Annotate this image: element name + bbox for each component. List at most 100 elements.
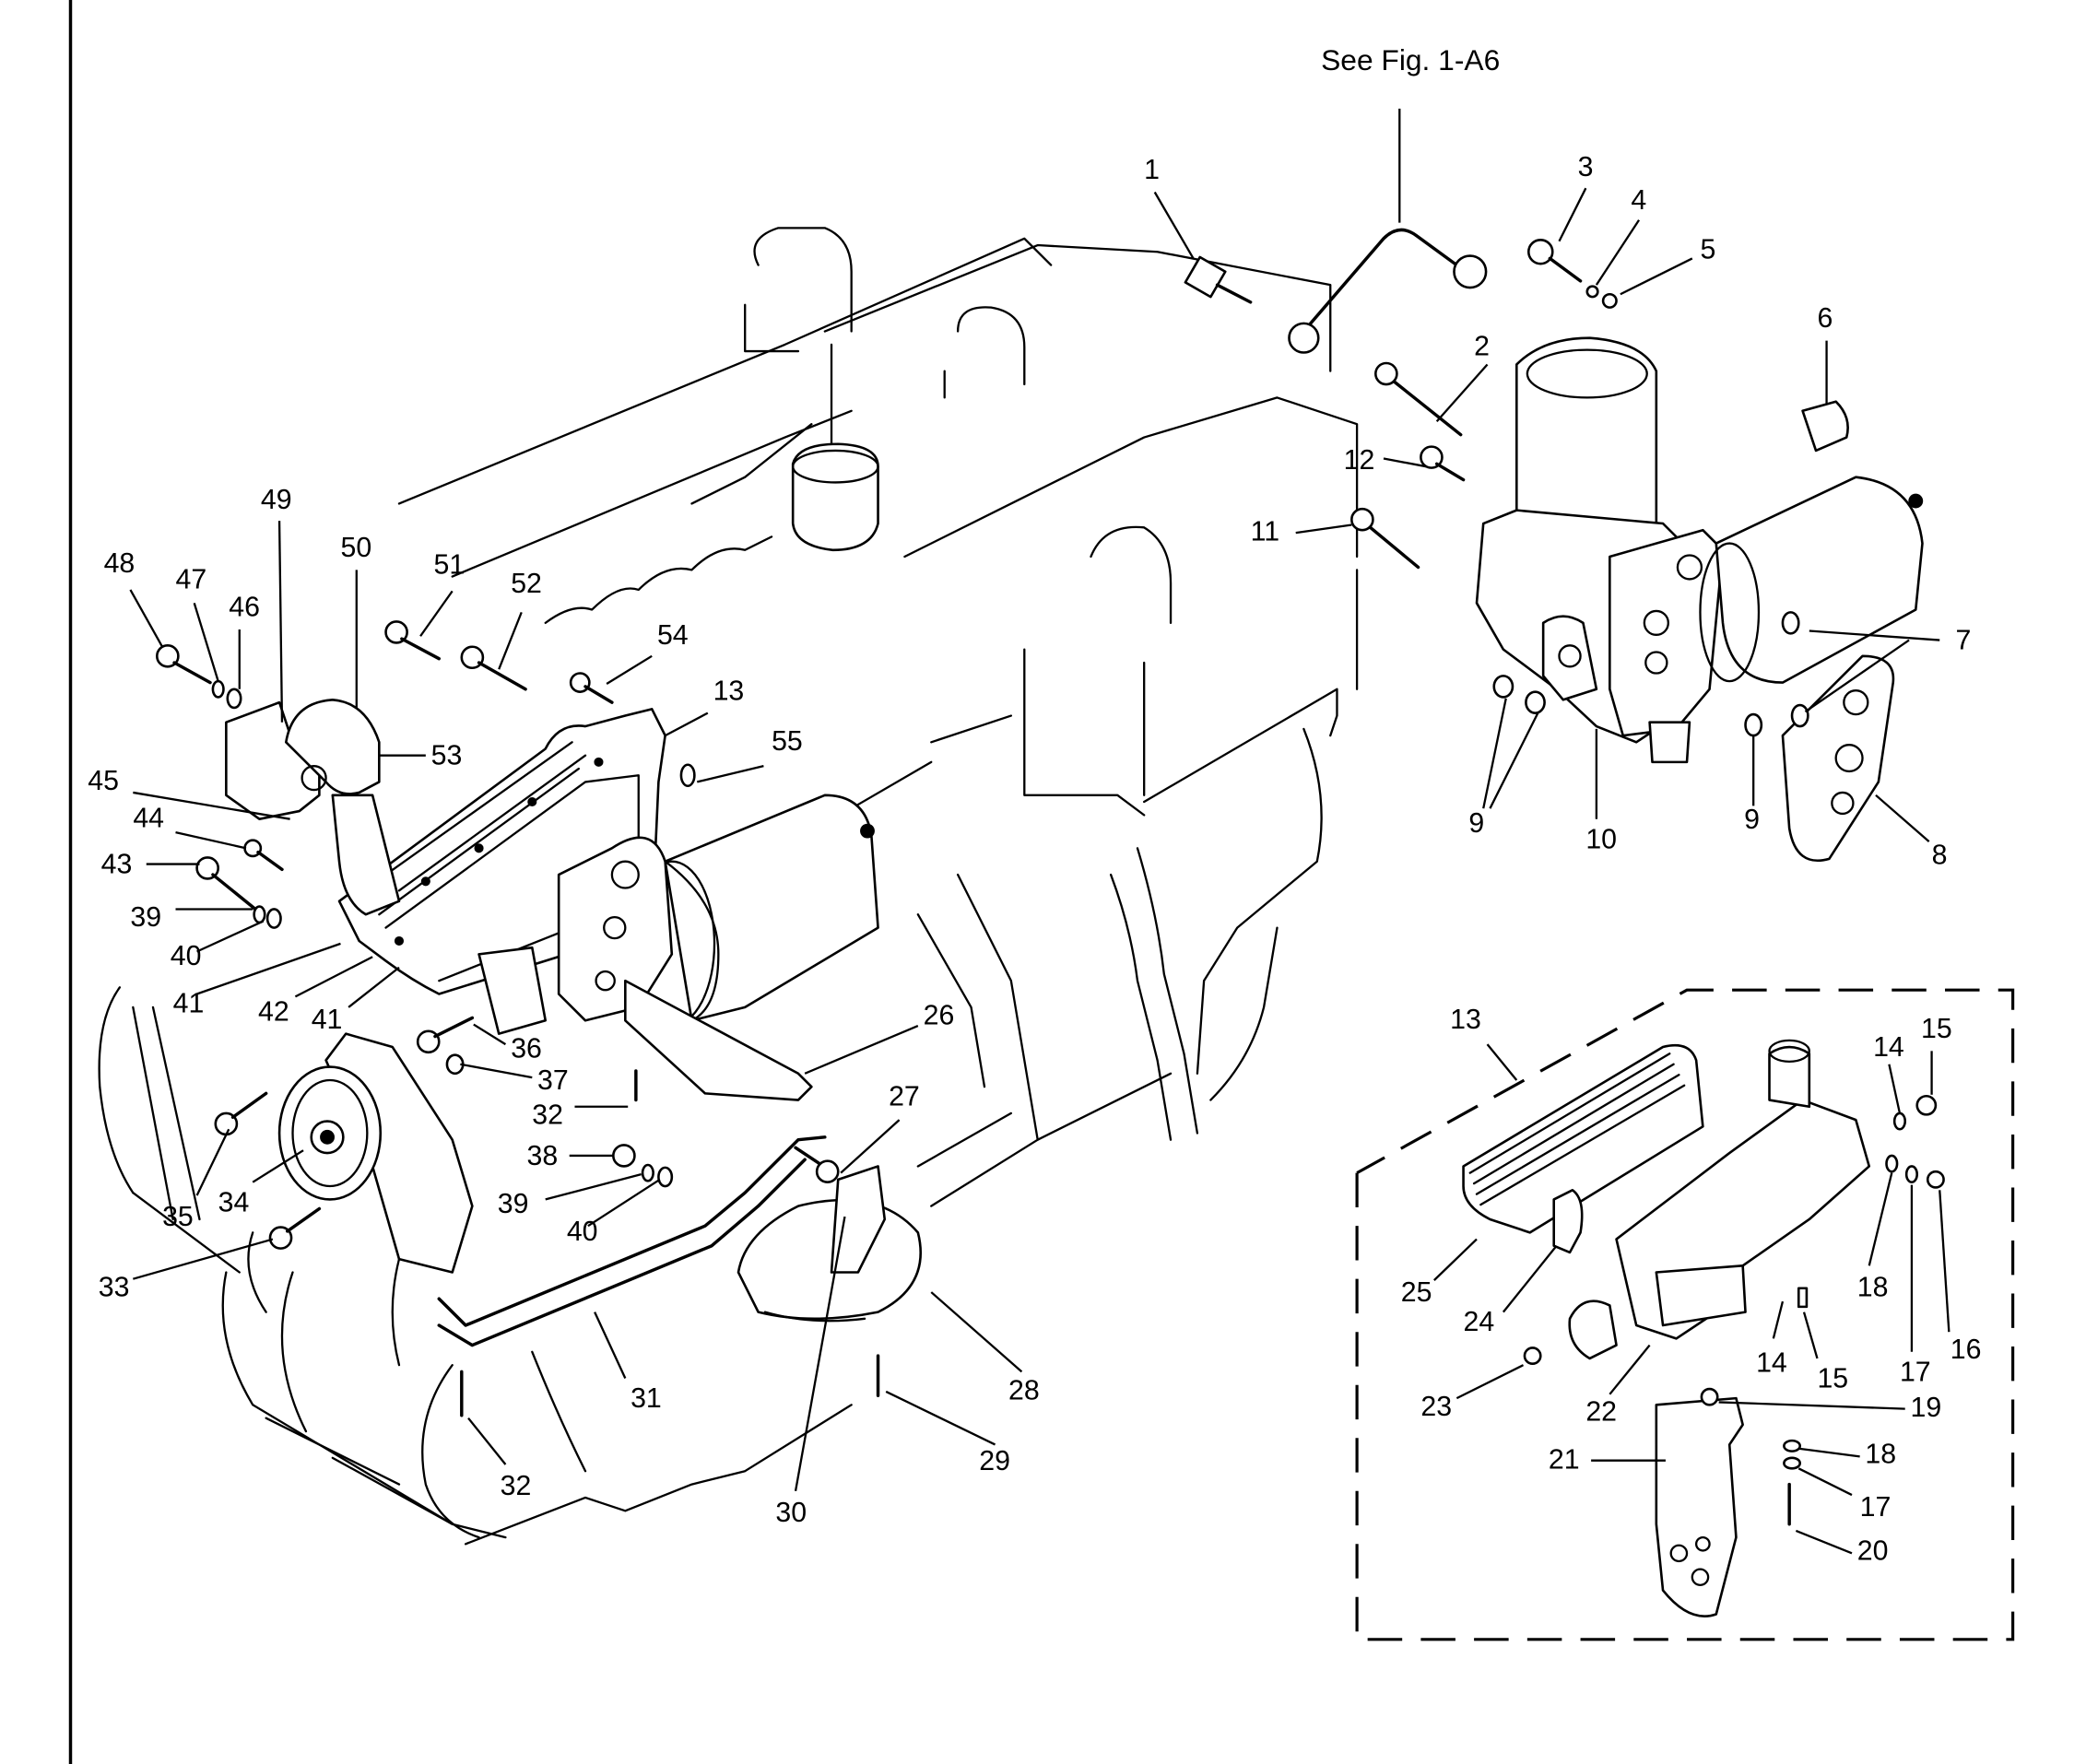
callout-15[interactable]: 15 <box>1921 1014 1952 1044</box>
callout-41[interactable]: 41 <box>173 989 205 1019</box>
callout-43[interactable]: 43 <box>101 850 133 880</box>
callout-6[interactable]: 6 <box>1817 303 1833 334</box>
callout-53[interactable]: 53 <box>431 741 463 771</box>
leader-line-14 <box>1888 1064 1902 1114</box>
callout-10[interactable]: 10 <box>1585 824 1617 854</box>
callout-36[interactable]: 36 <box>511 1034 542 1064</box>
washer-14a <box>1892 1111 1907 1131</box>
callout-49[interactable]: 49 <box>261 485 292 515</box>
callout-4[interactable]: 4 <box>1631 185 1646 216</box>
callout-18[interactable]: 18 <box>1857 1272 1889 1302</box>
washer-17b <box>1783 1456 1802 1470</box>
reference-note[interactable]: See Fig. 1-A6 <box>1321 43 1500 76</box>
callout-34[interactable]: 34 <box>218 1187 250 1217</box>
callout-15[interactable]: 15 <box>1817 1364 1848 1394</box>
leader-line-13 <box>1486 1043 1518 1081</box>
callout-20[interactable]: 20 <box>1857 1536 1889 1567</box>
callout-48[interactable]: 48 <box>104 548 136 579</box>
callout-16[interactable]: 16 <box>1950 1335 1982 1365</box>
callout-12[interactable]: 12 <box>1344 445 1375 476</box>
callout-18[interactable]: 18 <box>1865 1440 1896 1470</box>
bolt-48 <box>156 644 212 685</box>
callout-21[interactable]: 21 <box>1549 1444 1580 1475</box>
o-ring-9b <box>1525 690 1546 714</box>
o-ring-9c <box>1744 712 1763 737</box>
callout-46[interactable]: 46 <box>229 593 260 623</box>
leader-line-49 <box>277 521 284 723</box>
washer-47 <box>211 679 225 699</box>
callout-38[interactable]: 38 <box>527 1141 559 1171</box>
callout-24[interactable]: 24 <box>1464 1307 1495 1337</box>
callout-2[interactable]: 2 <box>1474 331 1490 361</box>
callout-30[interactable]: 30 <box>775 1498 807 1528</box>
callout-17[interactable]: 17 <box>1860 1492 1892 1523</box>
callout-51[interactable]: 51 <box>433 550 465 581</box>
leader-line-1 <box>1153 191 1195 259</box>
callout-47[interactable]: 47 <box>176 565 207 595</box>
leader-line-12 <box>1383 457 1427 468</box>
callout-35[interactable]: 35 <box>162 1202 194 1232</box>
leader-line-2 <box>1435 363 1489 423</box>
callout-32[interactable]: 32 <box>501 1471 532 1501</box>
leader-line-25 <box>1433 1238 1478 1281</box>
callout-7[interactable]: 7 <box>1956 626 1972 656</box>
detail-inset <box>1355 988 2015 1641</box>
callout-19[interactable]: 19 <box>1910 1393 1941 1423</box>
callout-40[interactable]: 40 <box>567 1217 598 1247</box>
callout-13[interactable]: 13 <box>1450 1005 1481 1035</box>
callout-44[interactable]: 44 <box>133 803 164 833</box>
callout-39[interactable]: 39 <box>498 1189 529 1219</box>
callout-5[interactable]: 5 <box>1700 234 1715 265</box>
callout-9[interactable]: 9 <box>1468 808 1484 839</box>
callout-27[interactable]: 27 <box>889 1081 920 1111</box>
callout-32[interactable]: 32 <box>532 1100 563 1130</box>
leader-line-17 <box>1797 1467 1853 1497</box>
callout-52[interactable]: 52 <box>511 569 542 599</box>
callout-29[interactable]: 29 <box>979 1446 1010 1476</box>
callout-3[interactable]: 3 <box>1578 152 1594 182</box>
bolt-33 <box>268 1206 322 1250</box>
callout-28[interactable]: 28 <box>1008 1376 1040 1406</box>
washer-39 <box>253 905 266 924</box>
washer-46 <box>226 688 242 710</box>
callout-39[interactable]: 39 <box>130 902 161 933</box>
o-ring-7a <box>1781 611 1800 635</box>
callout-22[interactable]: 22 <box>1585 1397 1617 1428</box>
callout-8[interactable]: 8 <box>1932 841 1948 871</box>
callout-33[interactable]: 33 <box>99 1272 130 1302</box>
washer-40b <box>657 1166 674 1188</box>
callout-26[interactable]: 26 <box>924 1001 955 1031</box>
callout-1[interactable]: 1 <box>1144 155 1160 185</box>
callout-13[interactable]: 13 <box>713 676 745 706</box>
callout-17[interactable]: 17 <box>1900 1357 1931 1387</box>
callout-40[interactable]: 40 <box>171 941 202 971</box>
washer-18b <box>1783 1439 1802 1452</box>
callout-14[interactable]: 14 <box>1873 1032 1904 1063</box>
callout-9[interactable]: 9 <box>1744 805 1760 835</box>
bolt-1 <box>1184 255 1253 304</box>
leader-line-32 <box>467 1417 507 1465</box>
callout-14[interactable]: 14 <box>1756 1347 1787 1378</box>
callout-25[interactable]: 25 <box>1401 1277 1432 1308</box>
nut-15a <box>1915 1094 1938 1116</box>
callout-23[interactable]: 23 <box>1420 1392 1452 1422</box>
callout-55[interactable]: 55 <box>772 726 803 757</box>
callout-37[interactable]: 37 <box>537 1065 569 1096</box>
callout-11[interactable]: 11 <box>1251 517 1279 547</box>
callout-42[interactable]: 42 <box>258 996 289 1027</box>
leader-line-48 <box>129 589 164 648</box>
leader-line-22 <box>1609 1344 1651 1395</box>
leader-line-40 <box>587 1178 661 1228</box>
washer-19 <box>1700 1387 1719 1406</box>
callout-54[interactable]: 54 <box>657 620 689 651</box>
leader-line-47 <box>193 602 219 682</box>
o-ring-7b <box>1790 703 1809 728</box>
washer-18a <box>1885 1154 1899 1173</box>
leader-line-20 <box>1795 1529 1853 1555</box>
leader-line-14 <box>1772 1300 1785 1339</box>
leader-line-52 <box>498 611 523 670</box>
callout-31[interactable]: 31 <box>631 1383 662 1414</box>
callout-45[interactable]: 45 <box>88 766 119 796</box>
callout-41[interactable]: 41 <box>312 1005 343 1035</box>
callout-50[interactable]: 50 <box>340 533 371 563</box>
